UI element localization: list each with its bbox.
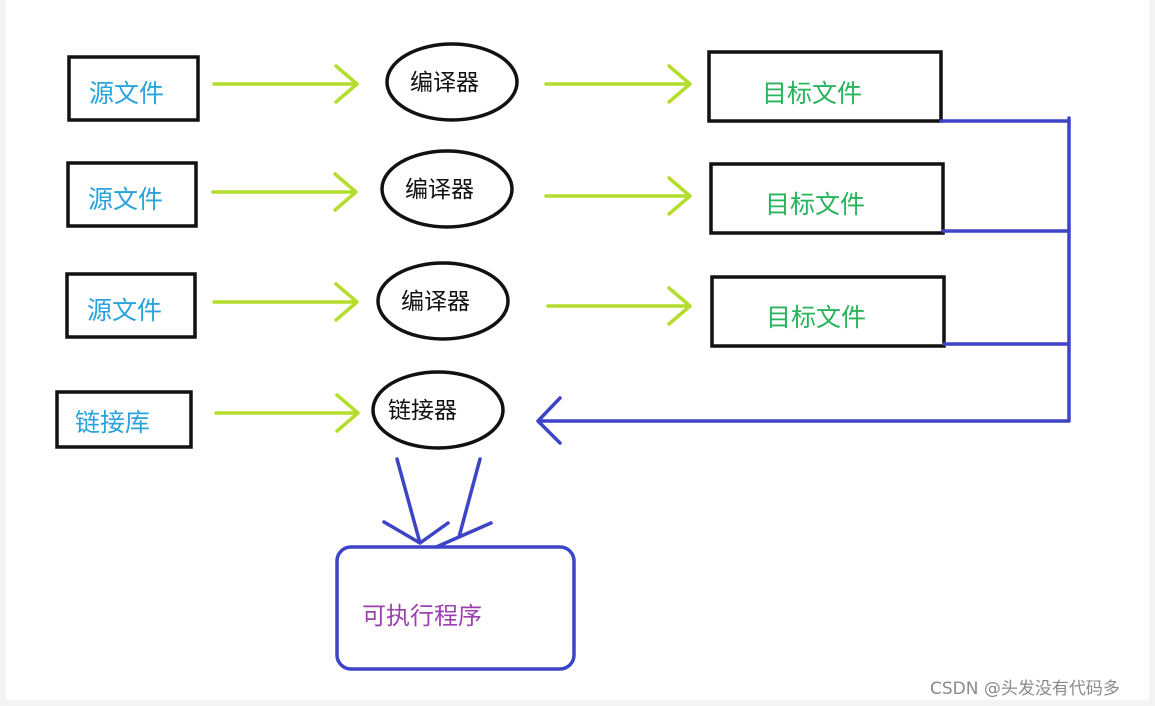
- arrow-source-to-compiler-3: [212, 282, 359, 322]
- executable-label: 可执行程序: [362, 602, 482, 630]
- object-file-box-3: [710, 275, 946, 348]
- arrow-compiler-to-object-2: [544, 176, 692, 216]
- arrow-compiler-to-object-1: [544, 64, 692, 104]
- object-file-label-1: 目标文件: [762, 79, 862, 108]
- library-box: [55, 390, 193, 449]
- source-file-label-3: 源文件: [87, 296, 162, 325]
- arrow-objects-to-linker: [536, 116, 1071, 445]
- executable-box: [335, 545, 576, 671]
- compiler-ellipse-3: [376, 261, 510, 341]
- arrow-compiler-to-object-3: [546, 286, 692, 326]
- source-file-box-2: [66, 161, 198, 228]
- source-file-label-1: 源文件: [89, 79, 164, 108]
- source-file-box-3: [65, 272, 197, 339]
- linker-label: 链接器: [388, 398, 457, 424]
- object-file-box-1: [707, 50, 943, 123]
- object-file-label-3: 目标文件: [766, 303, 866, 332]
- arrow-source-to-compiler-2: [211, 172, 358, 212]
- object-file-box-2: [709, 162, 945, 235]
- watermark: CSDN @头发没有代码多: [930, 679, 1120, 699]
- arrow-linker-to-executable-left: [382, 457, 450, 545]
- linker-ellipse: [371, 370, 505, 450]
- source-file-box-1: [67, 55, 200, 122]
- compiler-ellipse-2: [380, 149, 514, 229]
- library-label: 链接库: [75, 408, 150, 437]
- object-file-label-2: 目标文件: [765, 190, 865, 219]
- arrow-linker-to-executable-right: [432, 457, 493, 550]
- arrow-source-to-compiler-1: [212, 64, 359, 104]
- source-file-label-2: 源文件: [88, 185, 163, 214]
- arrow-library-to-linker: [214, 393, 360, 433]
- compiler-label-3: 编译器: [401, 289, 470, 315]
- compiler-label-1: 编译器: [410, 70, 479, 96]
- compiler-label-2: 编译器: [405, 177, 474, 203]
- compiler-ellipse-1: [385, 42, 519, 122]
